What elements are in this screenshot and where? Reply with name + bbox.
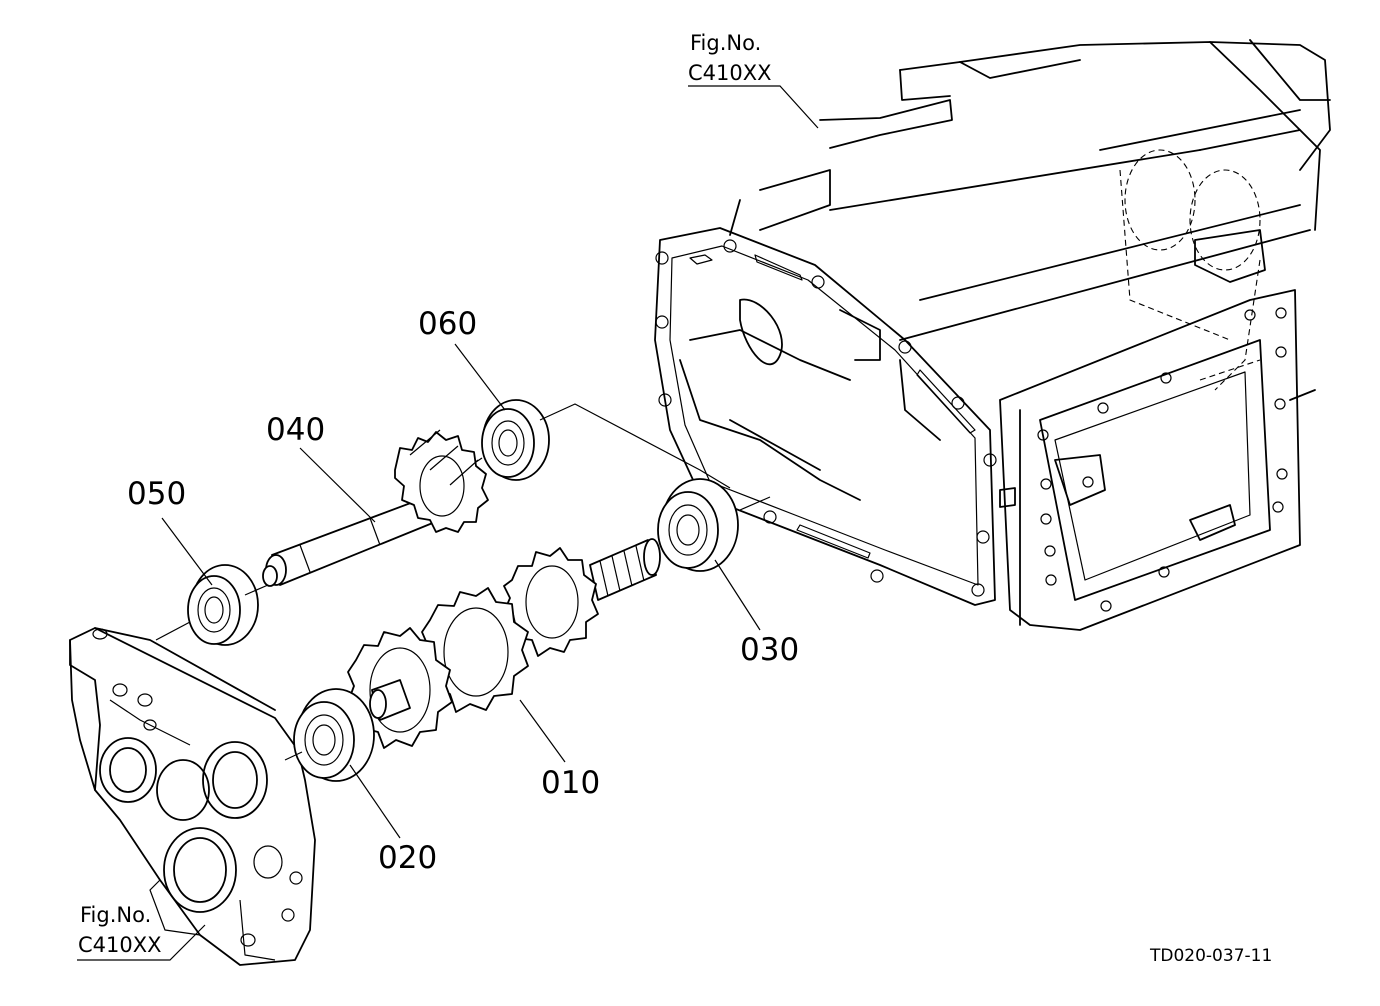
figure-ref-bottom-code: C410XX bbox=[78, 933, 162, 957]
figure-ref-top: Fig.No. C410XX bbox=[688, 31, 772, 85]
transmission-case bbox=[654, 39, 1331, 631]
assembly-lines bbox=[155, 403, 771, 761]
shaft-040-assembly bbox=[262, 429, 489, 587]
label-060: 060 bbox=[418, 306, 477, 342]
bearing-020 bbox=[293, 688, 375, 782]
drawing-code: TD020-037-11 bbox=[1149, 946, 1272, 966]
figure-ref-bottom: Fig.No. C410XX bbox=[78, 903, 162, 957]
label-050: 050 bbox=[127, 476, 186, 512]
label-010: 010 bbox=[541, 765, 600, 801]
front-cover-housing bbox=[69, 627, 316, 966]
label-040: 040 bbox=[266, 412, 325, 448]
bearing-030 bbox=[657, 478, 739, 572]
label-030: 030 bbox=[740, 632, 799, 668]
callout-leaders bbox=[77, 85, 819, 961]
bearing-050 bbox=[187, 564, 259, 646]
part-labels: 040 050 060 010 020 030 bbox=[127, 306, 799, 876]
bearing-060 bbox=[481, 399, 550, 481]
figure-ref-bottom-label: Fig.No. bbox=[80, 903, 151, 927]
figure-ref-top-label: Fig.No. bbox=[690, 31, 761, 55]
label-020: 020 bbox=[378, 840, 437, 876]
figure-ref-top-code: C410XX bbox=[688, 61, 772, 85]
shaft-010-assembly bbox=[347, 538, 661, 749]
